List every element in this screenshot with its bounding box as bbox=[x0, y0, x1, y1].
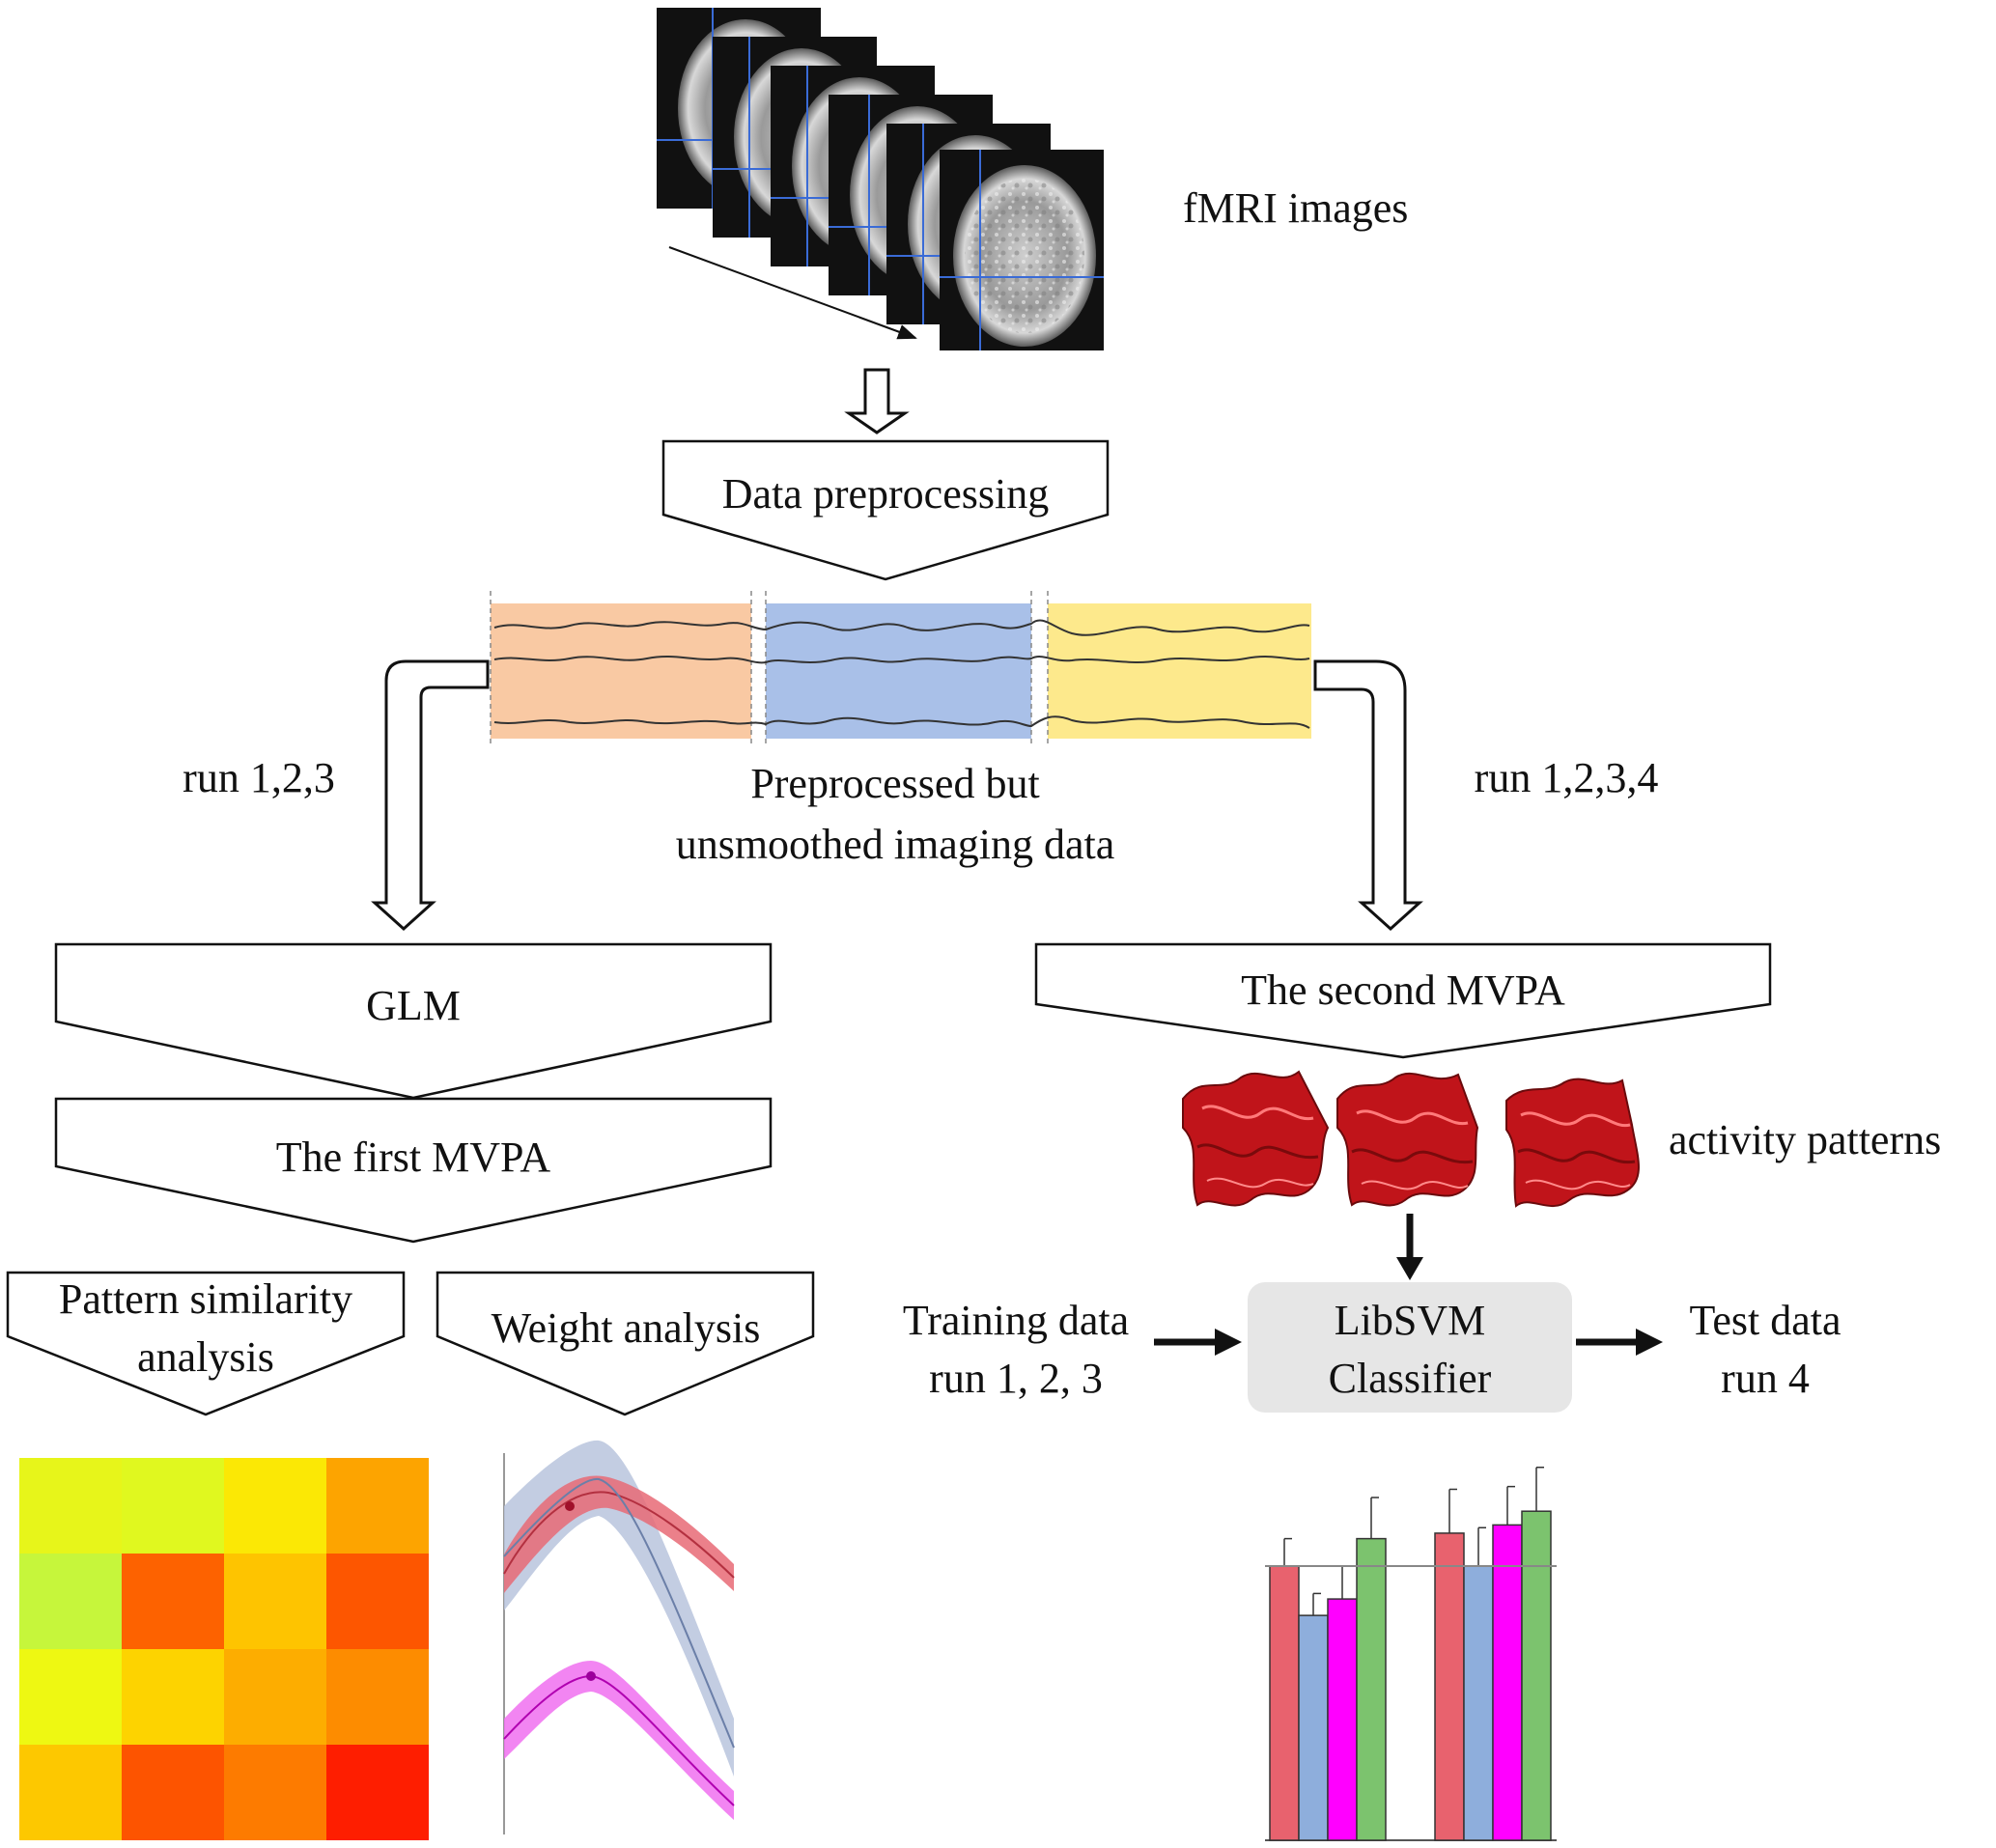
classifier-label-line1: LibSVM bbox=[1335, 1297, 1485, 1344]
weight-label: Weight analysis bbox=[492, 1304, 761, 1352]
bar bbox=[1521, 1510, 1552, 1841]
heatmap-cell bbox=[326, 1554, 429, 1649]
bar bbox=[1492, 1524, 1523, 1841]
bar bbox=[1356, 1537, 1387, 1841]
bar bbox=[1269, 1565, 1300, 1841]
bar bbox=[1463, 1565, 1494, 1841]
preprocessing-chevron bbox=[661, 439, 1110, 581]
pattern-label-line2: analysis bbox=[137, 1333, 274, 1381]
signal-trace bbox=[493, 656, 1310, 664]
first-mvpa-chevron bbox=[54, 1097, 773, 1244]
hollow-arrow-left bbox=[361, 661, 488, 929]
heatmap-cell bbox=[122, 1745, 224, 1840]
heatmap-cell bbox=[122, 1458, 224, 1554]
weight-curves-plot bbox=[503, 1440, 735, 1834]
training-label-line1: Training data bbox=[903, 1297, 1129, 1344]
heatmap-cell bbox=[122, 1649, 224, 1745]
hollow-arrow-left-shape bbox=[371, 659, 490, 932]
heatmap-cell bbox=[122, 1554, 224, 1649]
accuracy-bar-chart bbox=[1265, 1467, 1557, 1841]
pattern-similarity-chevron bbox=[6, 1271, 406, 1416]
run-band-3 bbox=[1048, 603, 1311, 739]
glm-chevron bbox=[54, 942, 773, 1100]
hollow-arrow-down bbox=[844, 368, 910, 434]
signal-trace bbox=[493, 715, 1310, 729]
heatmap-cell bbox=[224, 1458, 326, 1554]
heatmap-cell bbox=[224, 1554, 326, 1649]
test-label-line1: Test data bbox=[1690, 1297, 1841, 1344]
signal-trace bbox=[493, 619, 1310, 636]
run-left-label: run 1,2,3 bbox=[183, 754, 335, 801]
glm-label: GLM bbox=[366, 982, 461, 1029]
classifier-label-line2: Classifier bbox=[1329, 1355, 1492, 1402]
pattern-label-line1: Pattern similarity bbox=[59, 1275, 352, 1323]
bar bbox=[1434, 1532, 1465, 1841]
activity-surface bbox=[1505, 1078, 1640, 1208]
heatmap-cell bbox=[19, 1745, 122, 1840]
similarity-heatmap bbox=[19, 1458, 429, 1840]
heatmap-cell bbox=[326, 1458, 429, 1554]
weight-curve-magenta-line bbox=[503, 1674, 735, 1806]
preprocessed-label-line1: Preprocessed but bbox=[750, 760, 1039, 807]
time-arrow bbox=[668, 246, 917, 340]
test-label-line2: run 4 bbox=[1721, 1355, 1810, 1402]
fmri-label: fMRI images bbox=[1183, 184, 1408, 232]
heatmap-cell bbox=[19, 1458, 122, 1554]
bar bbox=[1298, 1614, 1329, 1841]
weight-curve-red-line bbox=[503, 1491, 735, 1579]
activity-label: activity patterns bbox=[1669, 1116, 1941, 1163]
weight-curve-red-point bbox=[565, 1501, 575, 1511]
heatmap-cell bbox=[224, 1649, 326, 1745]
activity-surface bbox=[1182, 1070, 1330, 1207]
weight-curve-magenta-band bbox=[504, 1661, 734, 1820]
heatmap-cell bbox=[19, 1649, 122, 1745]
weight-curve-magenta-point bbox=[586, 1671, 596, 1681]
second-mvpa-label: The second MVPA bbox=[1241, 966, 1565, 1014]
weight-curve-blue-line bbox=[503, 1477, 735, 1749]
fmri-image-stack bbox=[657, 8, 1104, 350]
fmri-slice-front bbox=[940, 150, 1104, 350]
classifier-box bbox=[1248, 1282, 1572, 1413]
bar bbox=[1327, 1598, 1358, 1841]
second-mvpa-chevron bbox=[1034, 942, 1772, 1059]
preprocessing-label: Data preprocessing bbox=[722, 470, 1049, 518]
hollow-arrow-right-shape bbox=[1313, 659, 1423, 932]
preprocessed-label-line2: unsmoothed imaging data bbox=[676, 821, 1115, 868]
training-label-line2: run 1, 2, 3 bbox=[929, 1355, 1103, 1402]
preprocessed-signal-panel bbox=[490, 591, 1311, 745]
heatmap-cell bbox=[19, 1554, 122, 1649]
activity-surface bbox=[1336, 1072, 1479, 1207]
heatmap-cell bbox=[326, 1745, 429, 1840]
heatmap-cell bbox=[224, 1745, 326, 1840]
run-right-label: run 1,2,3,4 bbox=[1475, 754, 1659, 801]
weight-analysis-chevron bbox=[436, 1271, 815, 1416]
heatmap-cell bbox=[326, 1649, 429, 1745]
run-band-2 bbox=[766, 603, 1031, 739]
run-band-1 bbox=[491, 603, 751, 739]
first-mvpa-label: The first MVPA bbox=[276, 1134, 551, 1181]
